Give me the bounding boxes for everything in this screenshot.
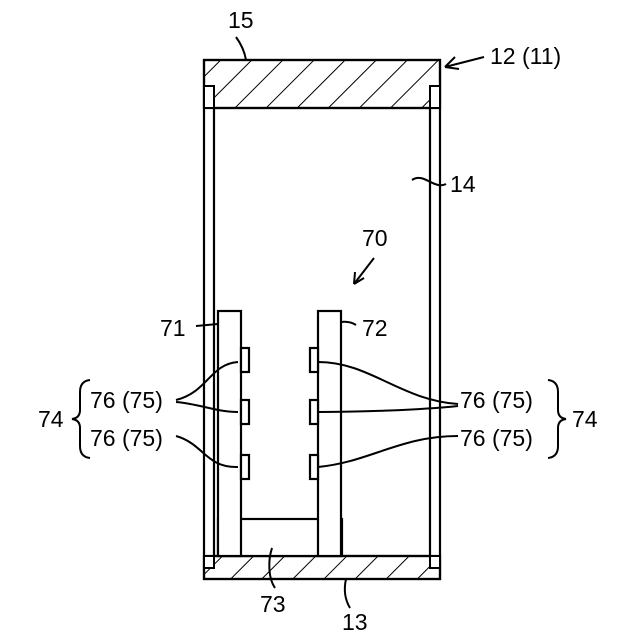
bottom-left-lug — [204, 556, 214, 568]
right-brace — [548, 380, 566, 458]
label-casing: 12 (11) — [490, 43, 561, 69]
label-left-plate: 71 — [160, 315, 186, 341]
label-right-group: 74 — [572, 406, 598, 432]
right-pad — [310, 455, 318, 479]
right-pad — [310, 348, 318, 372]
left-pad — [241, 348, 249, 372]
label-right-pad-a: 76 (75) — [460, 387, 533, 413]
label-left-pad-b: 76 (75) — [90, 425, 163, 451]
bottom-wall — [204, 556, 440, 579]
left-plate — [218, 311, 241, 556]
left-pad — [241, 400, 249, 424]
label-top-wall: 15 — [228, 7, 254, 33]
label-right-plate: 72 — [362, 315, 388, 341]
top-left-lug — [204, 86, 214, 108]
top-wall — [204, 60, 440, 108]
bottom-right-lug — [430, 556, 440, 568]
left-pad — [241, 455, 249, 479]
left-brace — [72, 380, 90, 458]
label-left-pad-a: 76 (75) — [90, 387, 163, 413]
label-base-block: 73 — [260, 591, 286, 617]
top-right-lug — [430, 86, 440, 108]
label-left-group: 74 — [38, 406, 64, 432]
right-plate — [318, 311, 341, 556]
label-bottom-wall: 13 — [342, 609, 368, 635]
label-assembly: 70 — [362, 225, 388, 251]
label-right-pad-b: 76 (75) — [460, 425, 533, 451]
label-interior: 14 — [450, 171, 476, 197]
right-pad — [310, 400, 318, 424]
